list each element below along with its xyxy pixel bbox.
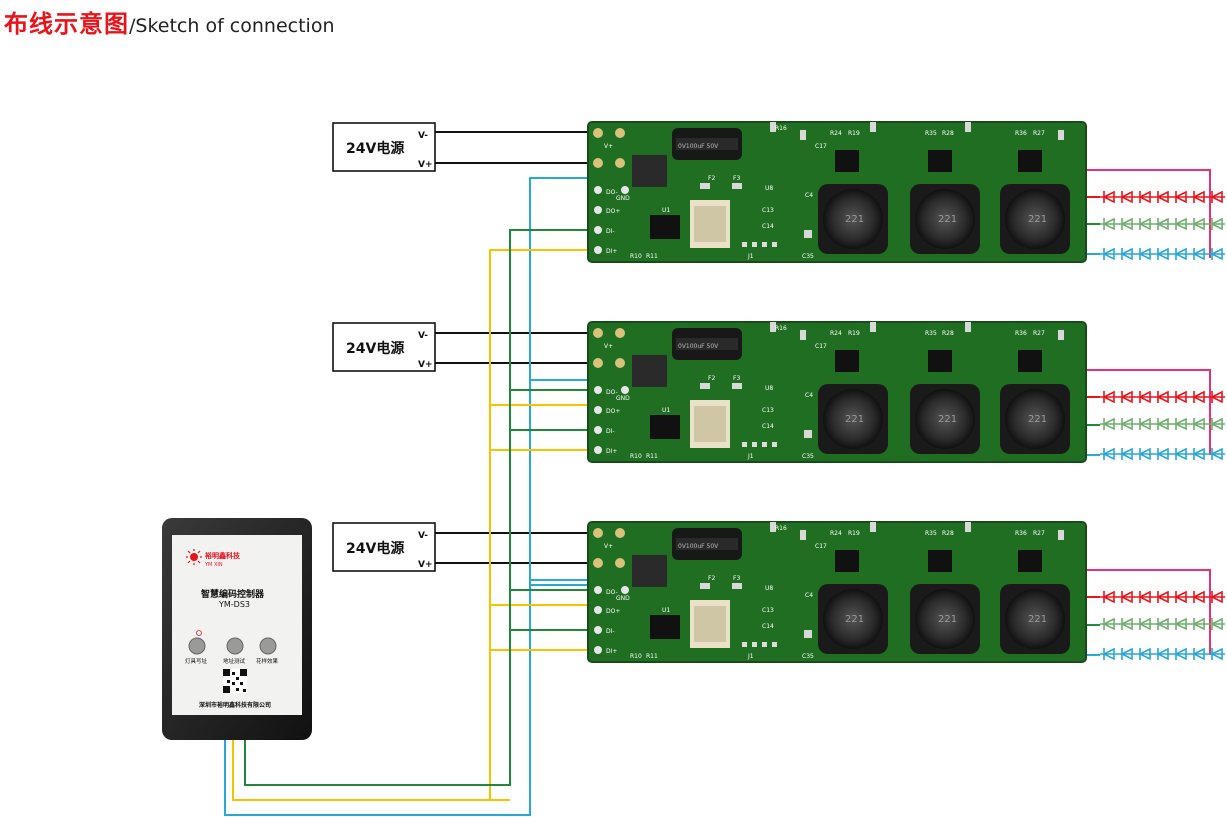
power-wires <box>435 131 600 564</box>
pin-label: DI- <box>606 228 615 235</box>
power-supply-label: 24V电源 <box>346 540 404 557</box>
pin-minus-label: V- <box>418 331 428 341</box>
brand-logo <box>186 549 202 565</box>
part-label: C14 <box>762 223 774 230</box>
part-label: J1 <box>747 253 754 260</box>
power-supply-3: 24V电源 V- V+ <box>332 522 436 572</box>
power-supply-1: 24V电源 V- V+ <box>332 122 436 172</box>
title-en: /Sketch of connection <box>129 15 335 37</box>
power-supply-2: 24V电源 V- V+ <box>332 322 436 372</box>
part-label: U8 <box>765 185 773 192</box>
pin-plus-label: V+ <box>418 560 433 570</box>
part-label: R28 <box>942 130 954 137</box>
brand-name: 裕明鑫科技 <box>204 551 241 560</box>
part-label: C17 <box>815 143 827 150</box>
part-label: R11 <box>646 253 658 260</box>
pin-plus-label: V+ <box>418 360 433 370</box>
blue-led-string <box>1100 247 1225 261</box>
power-supply-label: 24V电源 <box>346 140 404 157</box>
part-label: C13 <box>762 207 774 214</box>
part-label: U1 <box>662 207 670 214</box>
pin-label: GND <box>616 195 630 202</box>
company-name: 深圳市裕明鑫科技有限公司 <box>199 701 271 709</box>
red-led-string <box>1100 190 1225 204</box>
part-label: F3 <box>733 175 740 182</box>
led-driver-board-2 <box>587 321 1087 463</box>
part-label: R27 <box>1033 130 1045 137</box>
power-supply-label: 24V电源 <box>346 340 404 357</box>
button-label: 地址测试 <box>223 657 246 665</box>
pin-label: DI+ <box>606 248 617 255</box>
button-label: 灯具写址 <box>185 657 208 665</box>
part-label: R19 <box>848 130 860 137</box>
green-wire <box>244 229 600 786</box>
part-label: C35 <box>802 253 814 260</box>
part-label: R10 <box>630 253 642 260</box>
pin-minus-label: V- <box>418 131 428 141</box>
part-label: C4 <box>805 192 813 199</box>
pin-pads <box>593 128 629 254</box>
button-label: 花样效果 <box>256 657 279 665</box>
green-led-string <box>1100 217 1225 231</box>
qr-code <box>223 669 247 693</box>
controller: 裕明鑫科技 YM XIN 智慧编码控制器 YM-DS3 灯具写址 地址测试 花样… <box>162 518 312 740</box>
led-driver-board: 221 221 221 V+ GND DO- DO+ DI- DI+ R16 R… <box>587 121 1087 263</box>
write-address-button[interactable] <box>188 637 206 655</box>
led-strings <box>1100 190 1225 261</box>
pattern-effect-button[interactable] <box>259 637 277 655</box>
title-zh: 布线示意图 <box>4 10 129 38</box>
led-strings-2 <box>1100 391 1225 460</box>
inductor-label: 221 <box>938 214 957 225</box>
page-title: 布线示意图/Sketch of connection <box>4 4 335 39</box>
pin-minus-label: V- <box>418 531 428 541</box>
led-strings-3 <box>1100 591 1225 660</box>
pin-label: V+ <box>604 143 613 150</box>
controller-model: YM-DS3 <box>218 600 250 609</box>
part-label: R35 <box>925 130 937 137</box>
inductor-label: 221 <box>845 214 864 225</box>
part-label: F2 <box>708 175 715 182</box>
part-label: R24 <box>830 130 842 137</box>
pin-label: DO- <box>606 189 618 196</box>
led-driver-board-3 <box>587 521 1087 663</box>
brand-name-en: YM XIN <box>204 562 223 568</box>
pin-plus-label: V+ <box>418 160 433 170</box>
cap-label: 0V100uF 50V <box>678 143 719 150</box>
address-test-button[interactable] <box>226 637 244 655</box>
part-label: R16 <box>775 125 787 132</box>
part-label: R36 <box>1015 130 1027 137</box>
controller-name: 智慧编码控制器 <box>201 588 265 600</box>
inductor-label: 221 <box>1028 214 1047 225</box>
pin-label: DO+ <box>606 208 620 215</box>
yellow-wire <box>232 249 600 801</box>
controller-buttons: 灯具写址 地址测试 花样效果 <box>185 630 279 665</box>
